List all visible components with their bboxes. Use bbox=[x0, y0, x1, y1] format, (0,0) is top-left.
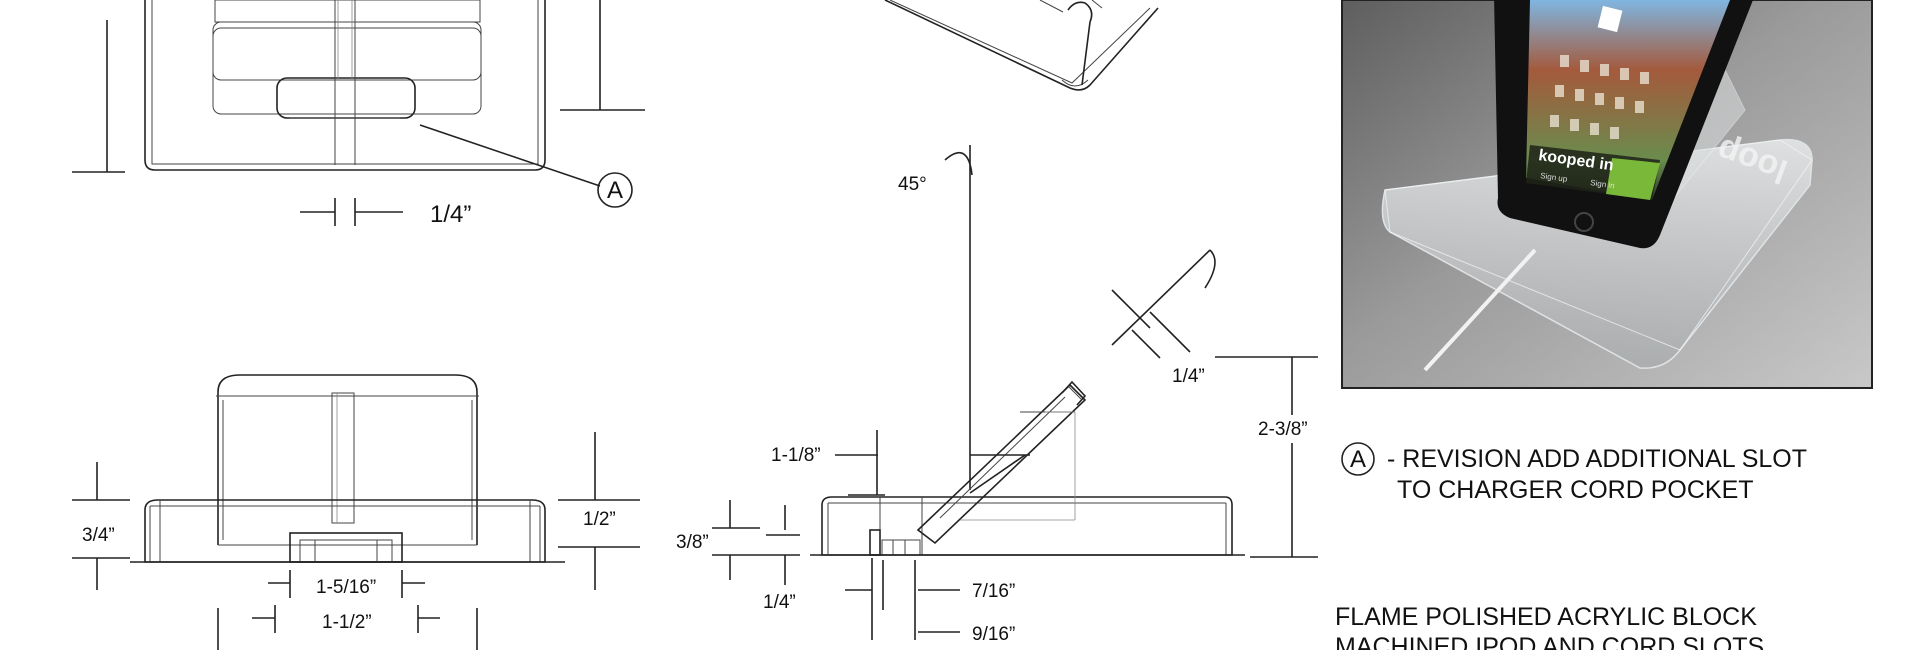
isometric-view bbox=[884, 0, 1159, 91]
material-note: FLAME POLISHED ACRYLIC BLOCK MACHINED IP… bbox=[1335, 603, 1764, 650]
revision-note: A - REVISION ADD ADDITIONAL SLOT TO CHAR… bbox=[1341, 442, 1807, 504]
front-view: 3/4” 1/2” 1-5/16” 1-1/2” bbox=[72, 374, 640, 650]
svg-text:A: A bbox=[607, 177, 623, 204]
app-signup-text: Sign up bbox=[1540, 171, 1569, 184]
side-bottom-gap-label: 1/4” bbox=[763, 592, 796, 613]
app-signin-text: Sign in bbox=[1590, 178, 1615, 190]
front-slot-width-label: 1-5/16” bbox=[316, 577, 376, 598]
side-slot-thickness-label: 1/4” bbox=[1172, 366, 1205, 387]
front-right-height-label: 1/2” bbox=[583, 509, 616, 530]
side-angle-label: 45° bbox=[898, 174, 927, 195]
front-pocket-width-label: 1-1/2” bbox=[322, 612, 372, 633]
revision-note-line1: - REVISION ADD ADDITIONAL SLOT bbox=[1387, 445, 1807, 473]
side-view: 45° 1-1/8” 3/8” bbox=[676, 145, 1318, 645]
callout-a-marker: A bbox=[597, 172, 633, 208]
front-total-height-label: 3/4” bbox=[82, 525, 115, 546]
side-base-height-label: 3/8” bbox=[676, 532, 709, 553]
top-view: 1/4” bbox=[72, 0, 645, 228]
revision-marker: A bbox=[1350, 446, 1366, 473]
side-slot-depth-2-label: 9/16” bbox=[972, 624, 1015, 645]
revision-note-line2: TO CHARGER CORD POCKET bbox=[1397, 476, 1754, 504]
product-render-photo: kooped in Sign up Sign in loop bbox=[1341, 0, 1873, 389]
side-total-height-label: 2-3/8” bbox=[1258, 419, 1308, 440]
side-slot-depth-1-label: 7/16” bbox=[972, 581, 1015, 602]
top-slot-width-label: 1/4” bbox=[430, 201, 471, 228]
side-slot-height-label: 1-1/8” bbox=[771, 445, 821, 466]
material-note-line1: FLAME POLISHED ACRYLIC BLOCK bbox=[1335, 603, 1757, 631]
material-note-line2: MACHINED IPOD AND CORD SLOTS bbox=[1335, 633, 1764, 650]
